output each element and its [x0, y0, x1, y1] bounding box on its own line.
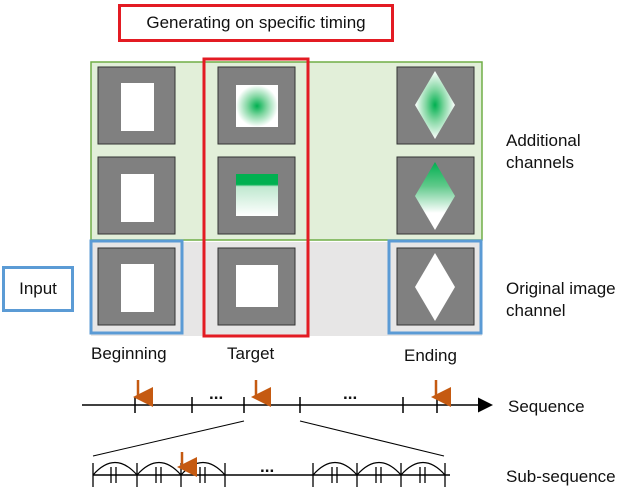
tile-target-row3-shape	[236, 265, 278, 307]
tile-beginning-row1-shape	[121, 83, 154, 131]
tile-target-row2-shape	[236, 174, 278, 216]
sequence-label: Sequence	[508, 397, 585, 416]
input-label-box: Input	[2, 266, 74, 312]
column-label-ending: Ending	[404, 346, 457, 365]
input-label: Input	[19, 279, 57, 298]
subsequence-label: Sub-sequence	[506, 467, 616, 486]
sequence-ellipsis-1: ...	[209, 384, 224, 403]
column-label-beginning: Beginning	[91, 344, 167, 363]
title-box: Generating on specific timing	[118, 4, 394, 42]
tile-target-row2	[217, 156, 296, 235]
column-label-target: Target	[227, 344, 275, 363]
subsequence-ellipsis: ...	[260, 457, 275, 476]
zoom-line-right	[299, 420, 445, 457]
input-beginning-highlight-box	[89, 239, 184, 335]
sequence-ellipsis-2: ...	[343, 384, 358, 403]
title-text: Generating on specific timing	[146, 13, 366, 32]
input-ending-highlight-box	[387, 239, 483, 335]
additional-channels-label: Additional channels	[506, 131, 581, 173]
tile-ending-row1-shape	[415, 71, 455, 139]
tile-target-row1-shape	[236, 85, 278, 127]
tile-beginning-row2-shape	[121, 174, 154, 222]
tile-ending-row3-shape	[415, 253, 455, 321]
tile-beginning-row3-shape	[121, 264, 154, 312]
tile-ending-row2-shape	[415, 162, 455, 230]
subsequence-ticks	[92, 463, 446, 487]
zoom-line-left	[92, 420, 245, 457]
target-highlight-box	[202, 57, 310, 338]
original-channel-label: Original image channel	[506, 279, 616, 321]
